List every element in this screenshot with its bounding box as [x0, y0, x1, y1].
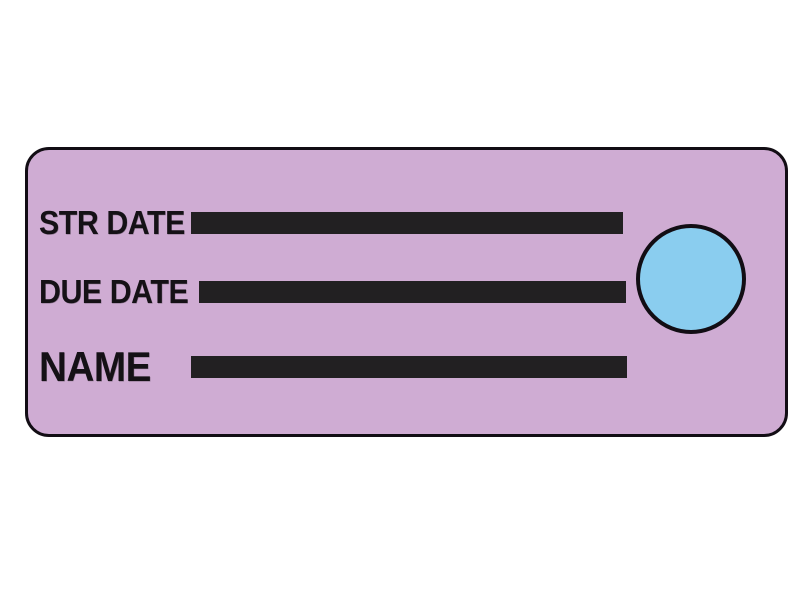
field-label-str-date: STR DATE: [39, 204, 185, 241]
label-card: STR DATE DUE DATE NAME: [25, 147, 788, 437]
field-row-str-date: STR DATE: [39, 206, 623, 239]
field-row-due-date: DUE DATE: [39, 275, 626, 308]
write-line-str-date[interactable]: [191, 211, 623, 234]
field-row-name: NAME: [39, 346, 627, 388]
filled-circle-icon: [636, 224, 746, 334]
write-line-name[interactable]: [191, 356, 627, 378]
field-label-name: NAME: [39, 343, 151, 390]
write-line-due-date[interactable]: [199, 280, 626, 303]
field-label-due-date: DUE DATE: [39, 273, 189, 310]
